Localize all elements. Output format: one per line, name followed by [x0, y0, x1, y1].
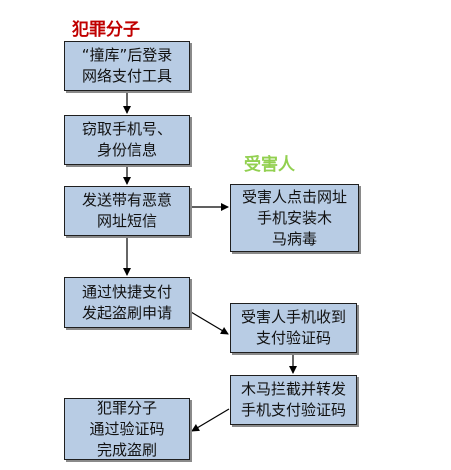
- arrow-intercept-to-complete: [191, 408, 230, 432]
- step-victim-receive-code: 受害人手机收到 支付验证码: [230, 303, 357, 353]
- victim-heading: 受害人: [244, 155, 295, 175]
- arrow-quickpay-to-receive-code: [190, 311, 229, 335]
- step-credential-stuffing-login: “撞库”后登录 网络支付工具: [64, 41, 190, 91]
- step-initiate-quick-pay: 通过快捷支付 发起盗刷申请: [64, 277, 190, 328]
- step-steal-phone-identity: 窃取手机号、 身份信息: [64, 115, 190, 165]
- criminal-heading: 犯罪分子: [72, 20, 140, 40]
- step-send-malicious-sms: 发送带有恶意 网址短信: [64, 186, 190, 236]
- step-trojan-forward-code: 木马拦截并转发 手机支付验证码: [230, 375, 357, 425]
- step-complete-theft: 犯罪分子 通过验证码 完成盗刷: [64, 398, 190, 460]
- step-victim-install-trojan: 受害人点击网址 手机安装木 马病毒: [230, 184, 359, 252]
